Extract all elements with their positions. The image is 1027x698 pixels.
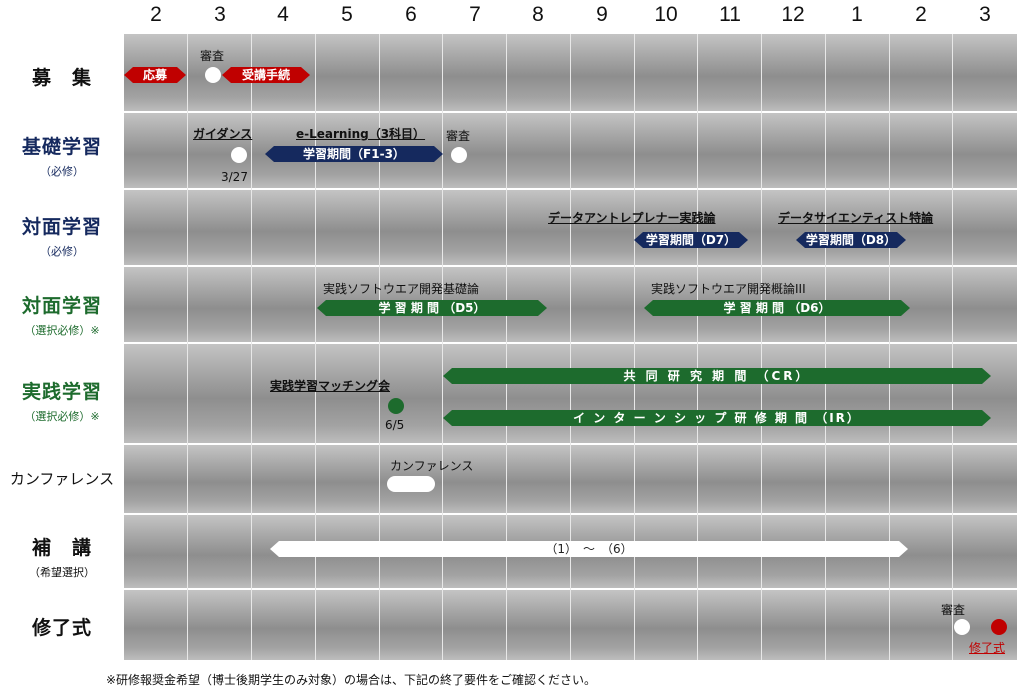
row-label-hokou: 補 講 （希望選択） [0,533,124,580]
note-elearning: e-Learning（3科目） [296,127,426,141]
note-d6-title: 実践ソフトウエア開発概論III [651,282,806,296]
row-label-sub: （選択必修）※ [24,324,100,337]
row-label-taimen-hisshu: 対面学習 （必修） [0,212,124,259]
bar-cr: 共 同 研 究 期 間 （CR） [443,368,991,384]
row-label-main: 実践学習 [21,381,102,403]
month-header: 2 [915,3,927,26]
grid-line [825,34,826,660]
grid-line [251,34,252,660]
note-shinsa: 審査 [941,603,966,617]
note-conference: カンファレンス [390,459,474,473]
month-header: 7 [469,3,481,26]
bar-d7: 学習期間（D7） [634,232,748,248]
note-d8-title: データサイエンティスト特論 [778,211,934,225]
row-label-main: 対面学習 [21,216,102,238]
bar-oubo: 応募 [124,67,186,83]
row-label-conference: カンファレンス [0,468,124,489]
note-d7-title: データアントレプレナー実践論 [548,211,716,225]
month-header: 12 [781,3,805,26]
grid-line [570,34,571,660]
row-label-main: 補 講 [31,537,92,559]
row-label-sub: （必修） [40,245,84,258]
footnote: ※研修報奨金希望（博士後期学生のみ対象）の場合は、下記の終了要件をご確認ください… [106,673,597,687]
conference-marker [387,476,435,492]
row-label-main: 対面学習 [21,295,102,317]
grid-line [506,34,507,660]
bar-d6: 学 習 期 間 （D6） [644,300,910,316]
row-label-shuryoshiki: 修了式 [0,613,124,640]
grid-line [187,34,188,660]
month-header: 5 [341,3,353,26]
bar-kiso-gakushu: 学習期間（F1-3） [265,146,443,162]
note-matching: 実践学習マッチング会 [270,379,391,393]
grid-line [315,34,316,660]
month-header: 3 [979,3,991,26]
milestone-dot [954,619,970,635]
month-header: 6 [405,3,417,26]
row-label-main: 修了式 [31,617,92,639]
note-shuryoshiki: 修了式 [969,641,1006,655]
bar-jukou-tetsuzuki: 受講手続 [222,67,310,83]
bar-d5: 学 習 期 間 （D5） [317,300,547,316]
row-label-main: カンファレンス [9,470,115,488]
row-label-sub: （必修） [40,165,84,178]
row-label-taimen-sentaku: 対面学習 （選択必修）※ [0,291,124,338]
milestone-dot [205,67,221,83]
row-label-jissen-gakushu: 実践学習 （選択必修）※ [0,377,124,424]
grid-line [634,34,635,660]
row-label-kiso-gakushu: 基礎学習 （必修） [0,132,124,179]
note-shinsa: 審査 [446,129,471,143]
month-header: 3 [214,3,226,26]
note-guidance: ガイダンス [193,127,253,141]
row-label-main: 募 集 [31,67,92,89]
row-label-sub: （希望選択） [29,566,95,579]
grid-line [442,34,443,660]
milestone-dot [231,147,247,163]
note-matching-date: 6/5 [385,418,405,432]
bar-hokou: （1） ～ （6） [270,541,908,557]
month-header: 1 [851,3,863,26]
month-header: 4 [277,3,289,26]
note-shinsa: 審査 [200,49,225,63]
grid-line [952,34,953,660]
month-header: 11 [719,3,741,26]
bar-ir: イ ン タ ー ン シ ッ プ 研 修 期 間 （IR） [443,410,991,426]
grid-line [379,34,380,660]
grid-line [761,34,762,660]
milestone-dot [388,398,404,414]
month-header: 2 [150,3,162,26]
grid-line [697,34,698,660]
note-guidance-date: 3/27 [221,170,248,184]
grid-line [889,34,890,660]
milestone-dot [451,147,467,163]
note-d5-title: 実践ソフトウエア開発基礎論 [323,282,480,296]
month-header: 9 [596,3,608,26]
milestone-dot [991,619,1007,635]
month-header: 10 [654,3,678,26]
month-header: 8 [532,3,544,26]
row-label-boshu: 募 集 [0,63,124,90]
bar-d8: 学習期間（D8） [796,232,906,248]
row-label-sub: （選択必修）※ [24,410,100,423]
row-label-main: 基礎学習 [21,136,102,158]
